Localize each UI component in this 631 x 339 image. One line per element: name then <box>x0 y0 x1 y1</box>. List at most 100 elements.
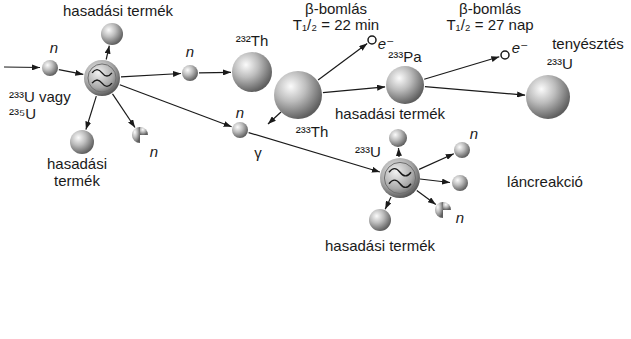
annotation-label: tenyésztés <box>552 36 624 53</box>
particle-label: ²³²Th <box>236 33 269 50</box>
sphere-shape <box>232 122 248 138</box>
particle-label: ²³³U vagy ²³⁵U <box>9 89 81 122</box>
sphere-shape <box>500 50 510 60</box>
reaction-arrow <box>120 85 232 127</box>
particle-sphere <box>369 209 391 231</box>
reaction-arrow <box>59 70 84 75</box>
particle-node: hasadási termék <box>101 23 123 45</box>
reaction-arrow <box>425 87 525 95</box>
particle-node: n <box>435 202 451 218</box>
annotation-label: β-bomlás <box>305 1 367 18</box>
reaction-arrow <box>417 191 436 205</box>
annotation-label: γ <box>254 145 262 162</box>
half-neutron <box>435 202 443 218</box>
particle-label: n <box>150 144 158 161</box>
particle-label: ²³³U <box>355 144 381 161</box>
particle-label: e⁻ <box>512 40 528 57</box>
sphere-shape <box>274 71 322 119</box>
reaction-arrow <box>419 154 454 170</box>
sphere-shape <box>389 129 407 147</box>
sphere-shape <box>182 65 198 81</box>
sphere-shape <box>232 52 272 92</box>
reaction-arrow <box>323 87 385 93</box>
gamma-arrow <box>268 112 281 124</box>
nucleus-ring <box>88 64 116 92</box>
incoming-line <box>4 66 40 68</box>
particle-label: n <box>186 44 194 61</box>
neutron-sphere <box>452 175 468 191</box>
sphere-shape <box>380 158 420 198</box>
particle-node: hasadási termék <box>369 209 391 231</box>
half-neutron <box>132 127 140 143</box>
sphere-shape <box>132 127 148 143</box>
particle-sphere <box>182 65 198 81</box>
nucleus-node: ²³³U vagy ²³⁵U <box>84 60 120 96</box>
sphere-shape <box>369 209 391 231</box>
particle-label: ²³³Th <box>296 124 329 141</box>
annotation-label: β-bomlás <box>459 1 521 18</box>
particle-label: hasadási termék <box>325 238 435 255</box>
particle-label: hasadási termék <box>335 106 445 123</box>
particle-label: ²³³Pa <box>388 49 421 66</box>
particle-node: hasadási termék <box>389 129 407 147</box>
annotation-label: T₁/₂ = 27 nap <box>446 17 533 34</box>
reaction-arrow <box>424 57 499 80</box>
particle-sphere <box>232 122 248 138</box>
fission-wave <box>389 169 411 176</box>
electron-circle <box>368 36 376 44</box>
particle-sphere <box>526 75 570 119</box>
particle-node: ²³³Pa <box>386 66 424 104</box>
nucleus-sphere <box>380 158 420 198</box>
reaction-arrow <box>121 74 181 77</box>
neutron-arrow <box>420 179 450 183</box>
electron-circle <box>501 51 509 59</box>
particle-label: n <box>456 210 464 227</box>
sphere-shape <box>435 202 451 218</box>
half-neutron <box>443 202 451 210</box>
particle-sphere <box>42 60 58 76</box>
particle-sphere <box>70 130 94 154</box>
sphere-shape <box>386 66 424 104</box>
sphere-shape <box>70 130 94 154</box>
fission-wave <box>92 80 112 86</box>
fission-wave <box>92 70 112 76</box>
annotation-label: T₁/₂ = 22 min <box>293 17 379 34</box>
particle-node: n <box>182 65 198 81</box>
half-neutron <box>140 127 148 135</box>
particle-node: n <box>454 142 470 158</box>
nucleus-ring <box>384 162 415 193</box>
particle-label: ²³³U <box>547 56 573 73</box>
particle-node: n <box>42 60 58 76</box>
particle-sphere <box>386 66 424 104</box>
particle-node: ²³³Th <box>274 71 322 119</box>
particle-sphere <box>274 71 322 119</box>
particle-node: ²³³U <box>526 75 570 119</box>
nucleus-sphere <box>84 60 120 96</box>
fission-wave <box>389 180 411 187</box>
particle-node: n <box>232 122 248 138</box>
reaction-arrow <box>106 46 109 60</box>
particle-label: hasadási termék <box>42 156 112 189</box>
reaction-arrow <box>385 197 391 209</box>
reaction-arrow <box>318 44 367 81</box>
particle-sphere <box>389 129 407 147</box>
sphere-shape <box>101 23 123 45</box>
particle-node: hasadási termék <box>70 130 94 154</box>
nucleus-node: ²³³U <box>380 158 420 198</box>
sphere-shape <box>367 35 377 45</box>
sphere-shape <box>454 142 470 158</box>
particle-label: n <box>236 105 244 122</box>
sphere-shape <box>84 60 120 96</box>
electron-node: e⁻ <box>500 50 510 60</box>
reaction-arrow <box>199 72 231 74</box>
particle-sphere <box>232 52 272 92</box>
reaction-arrow <box>398 148 400 157</box>
particle-node: n <box>132 127 148 143</box>
particle-label: n <box>470 126 478 143</box>
particle-label: n <box>50 40 58 57</box>
annotation-label: láncreakció <box>507 174 583 191</box>
reaction-arrow <box>113 94 136 128</box>
particle-sphere <box>101 23 123 45</box>
particle-node: ²³²Th <box>232 52 272 92</box>
